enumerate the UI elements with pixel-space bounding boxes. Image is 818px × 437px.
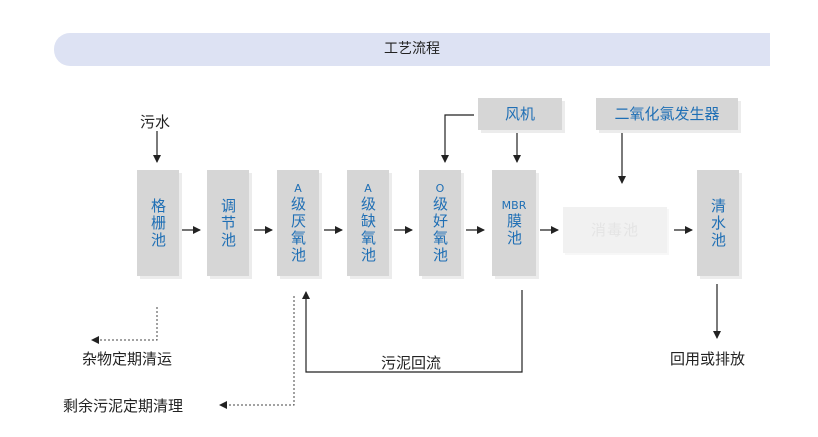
anoxic-tank-label: 级缺氧池 (359, 196, 377, 264)
mbr-tank: MBR 膜池 (492, 170, 536, 276)
anaerobic-tank: A 级厌氧池 (277, 170, 319, 276)
arrow-blower-to-aerobic (441, 114, 474, 163)
excess-sludge-label: 剩余污泥定期清理 (63, 397, 184, 415)
mbr-tank-label: 膜池 (505, 213, 523, 247)
anoxic-tank: A 级缺氧池 (347, 170, 389, 276)
grid-tank: 格栅池 (137, 170, 179, 276)
anoxic-tank-grade: A (364, 182, 372, 195)
debris-label: 杂物定期清运 (82, 350, 173, 368)
disinfection-tank: 消毒池 (563, 207, 667, 253)
arrow-grid-to-debris (91, 307, 158, 344)
aerobic-tank: O 级好氧池 (419, 170, 461, 276)
sludge-return-label: 污泥回流 (381, 354, 442, 372)
wastewater-label: 污水 (140, 113, 171, 131)
equalization-tank: 调节池 (207, 170, 249, 276)
equalization-tank-label: 调节池 (219, 197, 237, 249)
arrow-excess-sludge (219, 296, 295, 409)
anaerobic-tank-label: 级厌氧池 (289, 196, 307, 264)
aerobic-tank-label: 级好氧池 (431, 196, 449, 264)
mbr-tank-grade: MBR (501, 199, 527, 212)
grid-tank-label: 格栅池 (149, 197, 167, 249)
reuse-label: 回用或排放 (670, 350, 746, 368)
header-bar: 工艺流程 (54, 33, 770, 66)
clear-water-tank: 清水池 (697, 170, 739, 276)
chlorine-dioxide-generator-label: 二氧化氯发生器 (614, 105, 720, 123)
blower: 风机 (478, 98, 562, 130)
arrow-sludge-return (302, 290, 523, 373)
disinfection-tank-label: 消毒池 (590, 221, 639, 239)
clear-water-tank-label: 清水池 (709, 197, 727, 249)
diagram-title: 工艺流程 (384, 41, 440, 57)
chlorine-dioxide-generator: 二氧化氯发生器 (596, 98, 738, 130)
anaerobic-tank-grade: A (294, 182, 302, 195)
blower-label: 风机 (504, 105, 535, 123)
aerobic-tank-grade: O (435, 182, 445, 195)
